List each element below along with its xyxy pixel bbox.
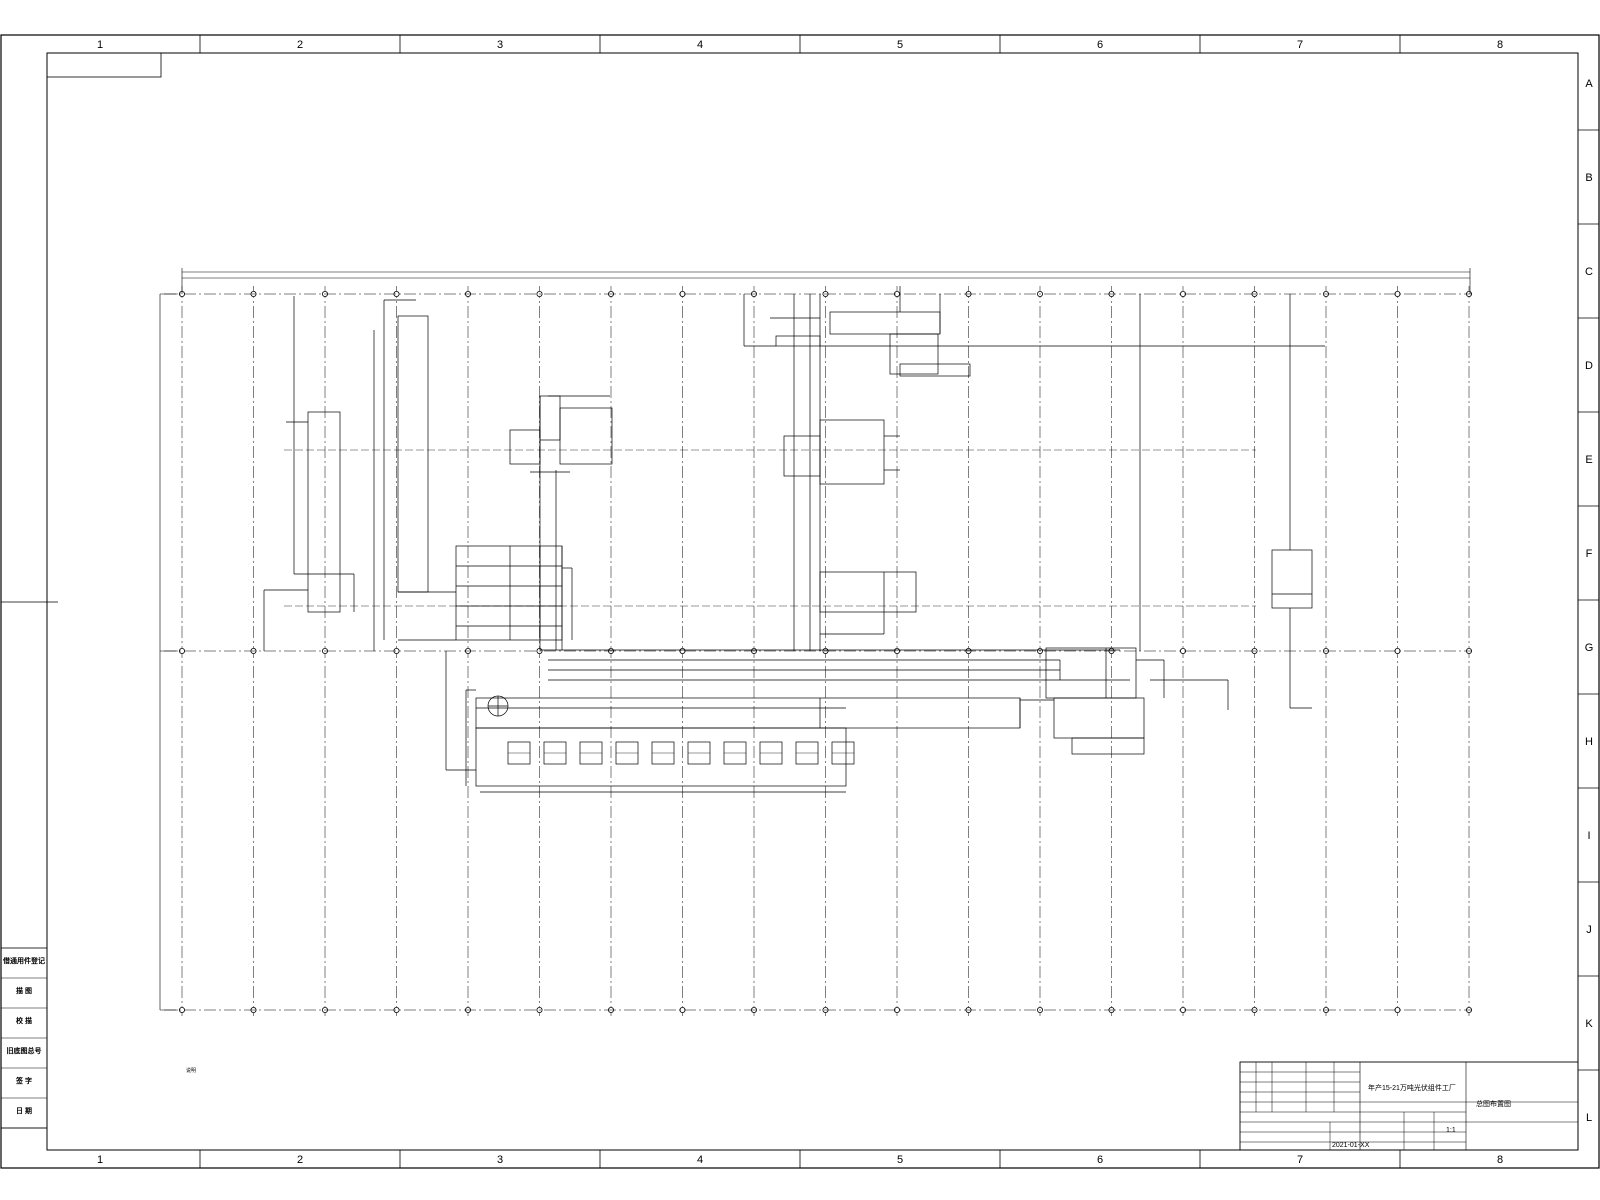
row-label: C (1585, 266, 1593, 278)
column-label-top: 1 (97, 39, 103, 51)
column-label-top: 6 (1097, 39, 1103, 51)
row-label: A (1585, 78, 1593, 90)
column-zone-markers (199, 35, 1401, 1168)
column-label-top: 4 (697, 39, 703, 51)
equipment-layout (263, 286, 1325, 793)
column-label-bottom: 2 (297, 1154, 303, 1166)
row-label: D (1585, 360, 1593, 372)
side-label-date: 日 期 (16, 1106, 32, 1115)
row-label: K (1585, 1018, 1593, 1030)
workstation-boxes (507, 741, 855, 765)
column-labels-top: 1 2 3 4 5 6 7 8 (97, 39, 1503, 51)
sheet-scale: 1:1 (1446, 1127, 1456, 1134)
project-title: 年产15-21万吨光伏组件工厂 (1368, 1083, 1456, 1092)
outer-border (0, 34, 1600, 1169)
row-label: J (1586, 924, 1592, 936)
overall-dimension (159, 268, 1471, 1011)
corner-stamp-box (46, 52, 162, 78)
drawing-title: 总图布置图 (1476, 1099, 1511, 1108)
row-label: F (1586, 548, 1593, 560)
row-label: G (1585, 642, 1594, 654)
column-label-bottom: 1 (97, 1154, 103, 1166)
inner-border (46, 52, 1579, 1151)
row-label: L (1586, 1112, 1592, 1124)
svg-text:校 描: 校 描 (16, 1016, 32, 1025)
column-label-bottom: 5 (897, 1154, 903, 1166)
svg-text:描 图: 描 图 (16, 986, 32, 995)
column-label-bottom: 8 (1497, 1154, 1503, 1166)
drawing-date: 2021-01-XX (1332, 1142, 1370, 1149)
column-label-bottom: 6 (1097, 1154, 1103, 1166)
drawing-note: 说明 (186, 1067, 196, 1074)
column-labels-bottom: 1 2 3 4 5 6 7 8 (97, 1154, 1503, 1166)
row-zone-markers (1578, 129, 1599, 1071)
column-label-bottom: 3 (497, 1154, 503, 1166)
side-label-reg: 借通用件登记 (2, 956, 45, 965)
column-label-bottom: 4 (697, 1154, 703, 1166)
row-labels-right: A B C D E F G H I J K L (1585, 78, 1594, 1124)
side-label-old: 旧底图总号 (7, 1046, 42, 1055)
row-label: B (1585, 172, 1592, 184)
column-label-top: 3 (497, 39, 503, 51)
column-label-bottom: 7 (1297, 1154, 1303, 1166)
column-label-top: 2 (297, 39, 303, 51)
row-label: I (1587, 830, 1590, 842)
row-label: E (1585, 454, 1592, 466)
title-block: 年产15-21万吨光伏组件工厂 总图布置图 2021-01-XX 1:1 (1239, 1061, 1579, 1151)
column-label-top: 7 (1297, 39, 1303, 51)
left-side-strip: 借通用件登记 描 图 校 描 旧底图总号 签 字 日 期 (0, 947, 48, 1129)
column-label-top: 5 (897, 39, 903, 51)
axis-grid (164, 286, 1473, 1016)
side-label-sign: 签 字 (15, 1076, 32, 1085)
column-label-top: 8 (1497, 39, 1503, 51)
row-label: H (1585, 736, 1593, 748)
